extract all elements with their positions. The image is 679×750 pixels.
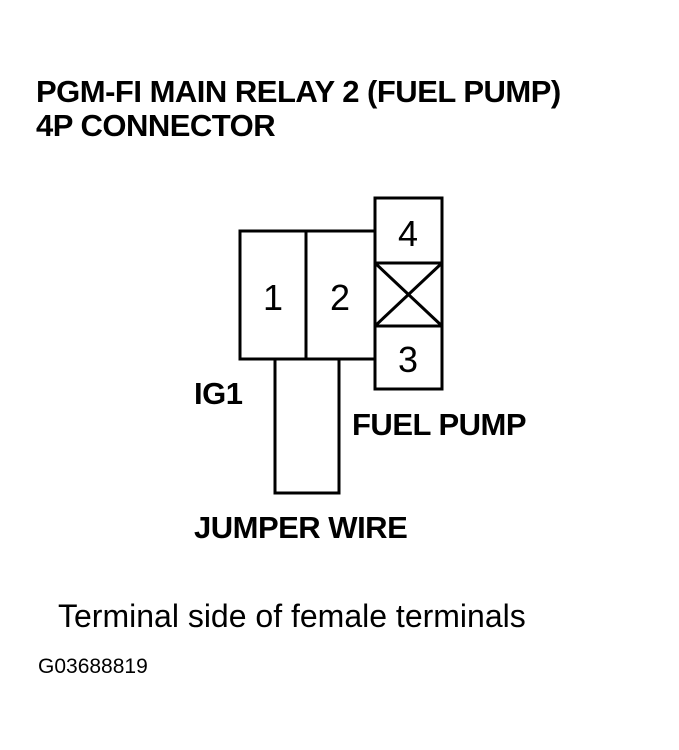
jumper-wire-label: JUMPER WIRE — [194, 510, 408, 545]
ig1-label: IG1 — [194, 376, 243, 411]
figure-code: G03688819 — [38, 655, 148, 678]
fuel-pump-label: FUEL PUMP — [352, 407, 527, 442]
empty-cavity-x-mark — [373, 261, 444, 328]
pin-4-number: 4 — [398, 213, 418, 254]
terminal-side-caption: Terminal side of female terminals — [58, 598, 526, 634]
diagram-title-line2: 4P CONNECTOR — [36, 108, 276, 143]
jumper-wire — [273, 359, 341, 495]
connector-housing-right — [373, 196, 444, 391]
pin-2-number: 2 — [330, 277, 350, 318]
pin-1-number: 1 — [263, 277, 283, 318]
diagram-title-line1: PGM-FI MAIN RELAY 2 (FUEL PUMP) — [36, 74, 561, 109]
pin-3-number: 3 — [398, 339, 418, 380]
